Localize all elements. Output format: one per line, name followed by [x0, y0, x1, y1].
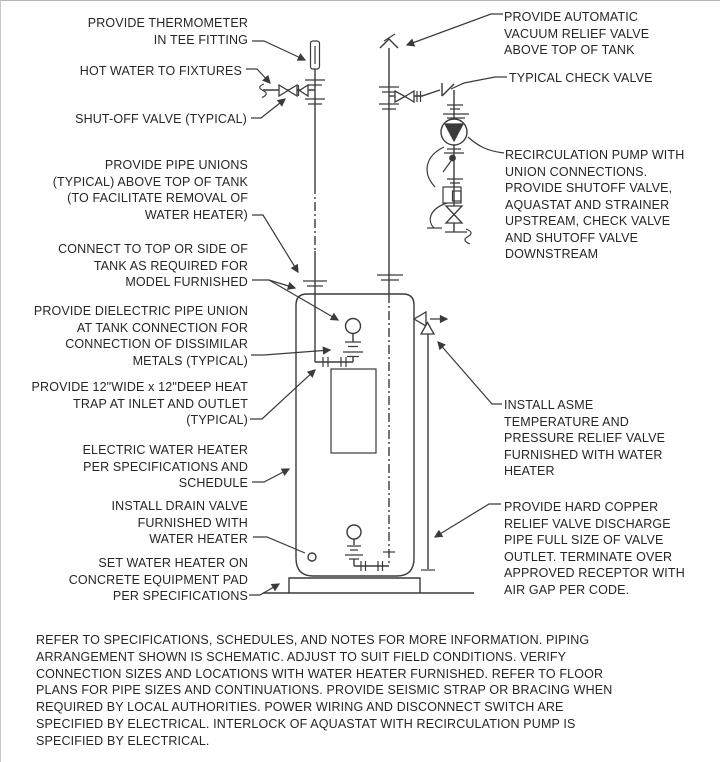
concrete-pad: [263, 577, 474, 594]
water-heater-tank: [295, 293, 415, 577]
flex-connection-arc: [429, 202, 448, 229]
temperature-pressure-relief-valve-symbol: [412, 310, 449, 335]
leader-heat-trap: [250, 369, 316, 420]
note-line: SPECIFIED BY ELECTRICAL. INTERLOCK OF AQ…: [36, 716, 576, 731]
leader-thermometer: [252, 40, 307, 61]
pipe-union-symbol: [377, 86, 403, 281]
note-line: CONNECTION SIZES AND LOCATIONS WITH WATE…: [36, 666, 604, 681]
label-connect-to-top-or-side: CONNECT TO TOP OR SIDE OF TANK AS REQUIR…: [58, 242, 248, 289]
general-notes: REFER TO SPECIFICATIONS, SCHEDULES, AND …: [36, 632, 716, 750]
shutoff-valve-symbol: [394, 89, 415, 104]
leader-pipe-unions: [252, 214, 299, 274]
label-recirculation-pump: RECIRCULATION PUMP WITH UNION CONNECTION…: [505, 148, 685, 261]
recirculation-riser: [377, 33, 472, 294]
leader-vacuum-relief: [405, 13, 503, 47]
leader-lines: [246, 13, 507, 596]
leader-check-valve: [450, 76, 507, 90]
label-typical-check-valve: TYPICAL CHECK VALVE: [509, 71, 653, 85]
recirculation-pump-symbol: [440, 118, 468, 146]
drain-valve-symbol: [307, 552, 317, 562]
shut-off-valve-symbol: [278, 83, 298, 98]
label-install-drain-valve: INSTALL DRAIN VALVE FURNISHED WITH WATER…: [111, 499, 248, 546]
shutoff-valve-symbol: [444, 205, 464, 224]
leader-connect-top: [252, 279, 297, 290]
leader-connect-side: [268, 279, 340, 321]
note-line: ARRANGEMENT SHOWN IS SCHEMATIC. ADJUST T…: [36, 649, 567, 664]
check-valve-symbol: [297, 83, 309, 98]
label-heat-trap: PROVIDE 12"WIDE x 12"DEEP HEAT TRAP AT I…: [31, 380, 248, 427]
note-line: SPECIFIED BY ELECTRICAL.: [36, 733, 210, 748]
leader-electric-heater: [252, 468, 291, 483]
pipe-break-symbol: [464, 228, 472, 245]
label-asme-relief-valve: INSTALL ASME TEMPERATURE AND PRESSURE RE…: [504, 398, 666, 478]
leader-shut-off-valve: [251, 98, 286, 119]
label-shut-off-valve: SHUT-OFF VALVE (TYPICAL): [75, 112, 247, 126]
element-access-panel: [330, 368, 377, 454]
flex-connection-arc: [426, 146, 445, 188]
leader-recirc-pump: [467, 136, 505, 154]
note-line: PLANS FOR PIPE SIZES AND CONTINUATIONS. …: [36, 683, 613, 698]
label-dielectric-pipe-union: PROVIDE DIELECTRIC PIPE UNION AT TANK CO…: [33, 304, 248, 368]
pipe-union-symbol: [443, 104, 469, 119]
label-automatic-vacuum-relief: PROVIDE AUTOMATIC VACUUM RELIEF VALVE AB…: [504, 10, 650, 57]
thermometer-symbol: [309, 40, 321, 70]
dielectric-union-symbol: [343, 317, 363, 362]
label-electric-water-heater: ELECTRIC WATER HEATER PER SPECIFICATIONS…: [82, 443, 248, 490]
leader-drain-valve: [253, 536, 306, 554]
pipe-break-symbol: [259, 83, 267, 99]
check-valve-symbol: [441, 83, 455, 97]
pipe-union-symbol: [303, 79, 327, 287]
label-provide-thermometer: PROVIDE THERMOMETER IN TEE FITTING: [87, 16, 248, 47]
dielectric-union-symbol: [345, 524, 389, 571]
leader-asme-relief: [437, 341, 502, 405]
aquastat-symbol: [442, 154, 456, 173]
leader-concrete-pad: [249, 583, 281, 596]
label-hard-copper-discharge: PROVIDE HARD COPPER RELIEF VALVE DISCHAR…: [504, 500, 685, 597]
label-provide-pipe-unions: PROVIDE PIPE UNIONS (TYPICAL) ABOVE TOP …: [52, 158, 248, 222]
hot-water-riser: [259, 40, 327, 294]
heat-trap-piping: [314, 294, 353, 367]
pipe-union-symbol: [447, 178, 463, 184]
leader-hot-water: [246, 68, 271, 84]
leader-dielectric-union: [251, 346, 332, 356]
relief-discharge-pipe: [421, 334, 435, 571]
note-line: REQUIRED BY LOCAL AUTHORITIES. POWER WIR…: [36, 700, 564, 715]
leader-copper-discharge: [433, 503, 501, 538]
vacuum-relief-valve-symbol: [379, 33, 399, 49]
strainer-symbol: [442, 186, 462, 204]
note-line: REFER TO SPECIFICATIONS, SCHEDULES, AND …: [36, 633, 590, 647]
label-hot-water-to-fixtures: HOT WATER TO FIXTURES: [79, 64, 242, 78]
label-set-on-concrete-pad: SET WATER HEATER ON CONCRETE EQUIPMENT P…: [68, 556, 248, 603]
